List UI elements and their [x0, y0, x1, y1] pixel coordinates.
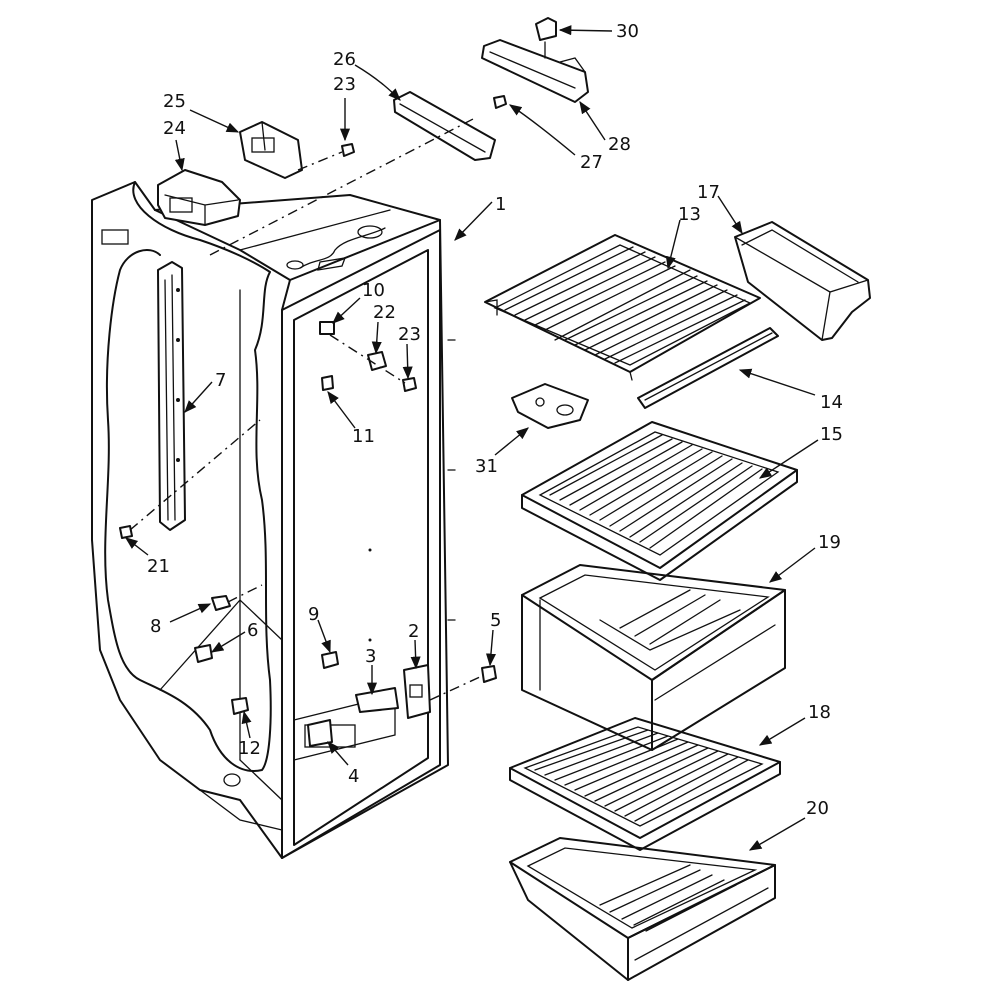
callout-labels: 1 2 3 4 5 6 7 8 9 10 11 12 13 14 15 17 1… [147, 21, 843, 819]
leader-arrows [125, 25, 819, 851]
callout-30: 30 [616, 21, 639, 42]
screw-part-21 [119, 525, 133, 539]
screw-part-11 [321, 375, 334, 391]
hinge-part-2 [403, 664, 431, 719]
callout-6: 6 [247, 620, 258, 641]
clip-part-12 [231, 697, 249, 715]
callout-3: 3 [365, 646, 376, 667]
hinge-pin-part-9 [321, 651, 339, 669]
callout-7: 7 [215, 370, 226, 391]
callout-4: 4 [348, 766, 359, 787]
callout-25: 25 [163, 91, 186, 112]
glass-shelf-part-18 [509, 717, 781, 851]
callout-18: 18 [808, 702, 831, 723]
assembly-lines [129, 117, 483, 701]
callout-11: 11 [352, 426, 375, 447]
control-housing-part-24 [157, 169, 241, 226]
wire-shelf-part-13 [484, 234, 761, 381]
callout-2: 2 [408, 621, 419, 642]
clip-part-6 [194, 644, 213, 663]
door-bin-part-17 [734, 221, 871, 341]
callout-5: 5 [490, 610, 501, 631]
callout-15: 15 [820, 424, 843, 445]
rail-part-14 [637, 327, 779, 409]
callout-1: 1 [495, 194, 506, 215]
callout-24: 24 [163, 118, 186, 139]
shelf-ladder-part-7 [157, 261, 186, 531]
crisper-drawer-part-19 [521, 564, 786, 751]
control-bracket-part-25 [239, 121, 303, 179]
callout-17: 17 [697, 182, 720, 203]
light-cover-part-31 [511, 383, 589, 429]
callout-22: 22 [373, 302, 396, 323]
callout-31: 31 [475, 456, 498, 477]
light-housing-part-28 [481, 39, 589, 103]
bracket-part-3 [355, 687, 399, 713]
glass-shelf-part-15 [521, 421, 798, 581]
callout-13: 13 [678, 204, 701, 225]
callout-23-top: 23 [333, 74, 356, 95]
callout-19: 19 [818, 532, 841, 553]
callout-23: 23 [398, 324, 421, 345]
callout-21: 21 [147, 556, 170, 577]
screw-part-23 [402, 377, 417, 392]
switch-part-30 [535, 17, 557, 41]
callout-10: 10 [362, 280, 385, 301]
callout-9: 9 [308, 604, 319, 625]
bracket-part-10 [319, 321, 335, 335]
bottom-drawer-part-20 [509, 837, 776, 981]
callout-26: 26 [333, 49, 356, 70]
screw-part-5 [481, 665, 497, 683]
screw-part-23-top [341, 143, 355, 157]
callout-20: 20 [806, 798, 829, 819]
top-rail-part-26 [393, 91, 496, 161]
callout-27: 27 [580, 152, 603, 173]
cabinet-liner [91, 181, 456, 859]
callout-14: 14 [820, 392, 843, 413]
screw-part-27 [493, 95, 507, 109]
callout-12: 12 [238, 738, 261, 759]
callout-8: 8 [150, 616, 161, 637]
stud-part-8 [211, 595, 231, 611]
callout-28: 28 [608, 134, 631, 155]
